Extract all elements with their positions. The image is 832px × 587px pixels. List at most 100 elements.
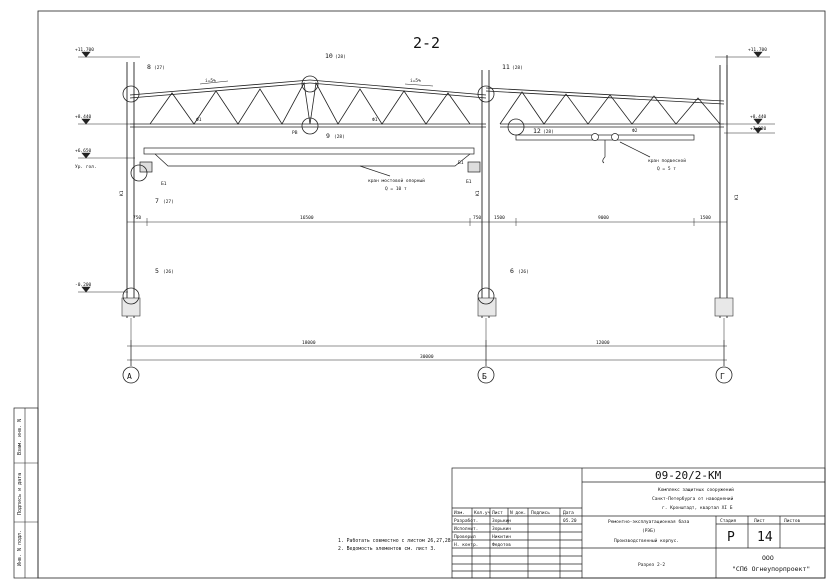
general-notes: 1. Работать совместно с листом 26,27,28.…	[338, 538, 458, 553]
tb-object-3: Производственный корпус.	[614, 538, 679, 544]
overhead-crane-label: кран мостовой опорный	[368, 178, 425, 184]
dim-18000: 18000	[302, 340, 316, 346]
dim-750a: 750	[133, 215, 141, 221]
node-10-sheet: (28)	[335, 54, 346, 60]
foundations	[121, 297, 734, 317]
tb-sheet-label: Лист	[754, 518, 765, 524]
node-6: 6	[510, 267, 514, 275]
section-title: 2-2	[413, 34, 440, 52]
slope-arrow-right	[404, 83, 434, 87]
tb-role-2: Исполнит.	[454, 526, 478, 532]
dimension-lines	[127, 218, 727, 366]
sheet-border	[37, 10, 826, 579]
elev-truss-left: +8.440	[75, 114, 92, 120]
tb-drawing-name: Разрез 2-2	[638, 562, 665, 568]
node-6-sheet: (26)	[518, 269, 529, 275]
tb-h-doc: N док.	[510, 510, 526, 516]
mark-pb: РВ	[292, 130, 298, 136]
elevation-marks	[78, 51, 775, 293]
tb-role-3: Проверил	[454, 534, 476, 540]
slope-left: i=5%	[205, 78, 216, 84]
overhead-crane	[139, 147, 481, 177]
tb-h-list: Лист	[492, 510, 503, 516]
node-8-sheet: (27)	[154, 65, 165, 71]
elev-base: -0.200	[75, 282, 92, 288]
tb-project-3: г. Кронштадт, квартал XI Б	[662, 505, 733, 511]
tb-org-2: "СПб Огнеупорпроект"	[732, 565, 810, 573]
tb-h-date: Дата	[563, 510, 574, 516]
tb-role-1: Разработ.	[454, 517, 478, 524]
tb-name-2: Зорькин	[492, 526, 511, 532]
tb-stage-label: Стадия	[720, 518, 737, 524]
node-10: 10	[325, 52, 333, 60]
tb-org-1: ООО	[762, 554, 774, 562]
node-5-sheet: (26)	[163, 269, 174, 275]
node-11: 11	[502, 63, 510, 71]
tb-name-4: Федотов	[492, 542, 511, 548]
elev-crane-note: Ур. гол.	[75, 164, 97, 170]
mark-b1b: Б1	[458, 160, 464, 166]
inv-repl-label: Взам. инв. N	[17, 419, 23, 455]
columns	[126, 55, 728, 318]
axis-a: А	[127, 372, 132, 381]
sign-date-label: Подпись и дата	[17, 473, 23, 515]
tb-date-1: 05.20	[563, 518, 577, 524]
elev-hoist: +7.920	[750, 126, 767, 132]
dim-30000: 30000	[420, 354, 434, 360]
node-12-sheet: (28)	[543, 129, 554, 135]
elev-truss-right: +8.440	[750, 114, 767, 120]
tb-object-1: Ремонтно-эксплуатационная база	[608, 518, 690, 525]
tb-project-1: Комплекс защитных сооружений	[658, 487, 734, 493]
left-truss	[129, 79, 487, 128]
node-9-sheet: (28)	[334, 134, 345, 140]
tb-name-1: Зорькин	[492, 518, 511, 524]
dim-12000: 12000	[596, 340, 610, 346]
tb-h-kol: Кол.уч	[474, 510, 491, 516]
overhead-crane-q: Q = 10 т	[385, 186, 407, 192]
axis-b: Б	[482, 372, 487, 381]
mark-f2: Ф2	[632, 128, 638, 134]
hoist-crane-q: Q = 5 т	[657, 166, 676, 172]
tb-sheets-label: Листов	[784, 518, 801, 524]
elev-top-right: +11.700	[748, 47, 767, 53]
mark-b1c: Б1	[466, 179, 472, 185]
side-stamp: Инв. N подл. Подпись и дата Взам. инв. N	[13, 407, 39, 579]
node-9: 9	[326, 132, 330, 140]
dim-1500a: 1500	[494, 215, 505, 221]
tb-object-2: (РЭБ)	[642, 528, 656, 534]
tb-h-sign: Подпись	[531, 510, 550, 516]
right-truss	[485, 87, 725, 128]
title-block	[451, 467, 826, 579]
hoist-crane	[515, 133, 695, 164]
note-2: 2. Ведомость элементов см. лист 3.	[338, 546, 437, 552]
node-5: 5	[155, 267, 159, 275]
hoist-crane-label: кран подвесной	[648, 158, 686, 164]
mark-b1a: Б1	[161, 181, 167, 187]
axis-bubbles	[122, 366, 733, 384]
elev-top-left: +11.700	[75, 47, 94, 53]
node-8: 8	[147, 63, 151, 71]
dim-9000: 9000	[598, 215, 609, 221]
mark-f1a: Ф1	[196, 117, 202, 123]
dim-k1a: К1	[119, 190, 125, 196]
inv-orig-label: Инв. N подл.	[17, 530, 23, 566]
dim-750b: 750	[473, 215, 481, 221]
tb-sheet: 14	[757, 530, 773, 545]
tb-h-izm: Изм.	[454, 510, 465, 516]
node-circles	[122, 75, 525, 305]
axis-g: Г	[720, 372, 725, 381]
tb-name-3: Никитин	[492, 534, 511, 540]
node-7-sheet: (27)	[163, 199, 174, 205]
elev-crane: +6.650	[75, 148, 92, 154]
tb-code: 09-20/2-КМ	[655, 469, 722, 482]
note-1: 1. Работать совместно с листом 26,27,28.	[338, 539, 454, 544]
slope-right: i=5%	[410, 78, 421, 84]
dim-k1c: К1	[734, 194, 740, 200]
tb-stage: Р	[727, 530, 735, 545]
tb-project-2: Санкт-Петербурга от наводнений	[652, 495, 734, 502]
dim-16500: 16500	[300, 215, 314, 221]
node-7: 7	[155, 197, 159, 205]
slope-arrow-left	[199, 80, 229, 85]
node-12: 12	[533, 127, 541, 135]
